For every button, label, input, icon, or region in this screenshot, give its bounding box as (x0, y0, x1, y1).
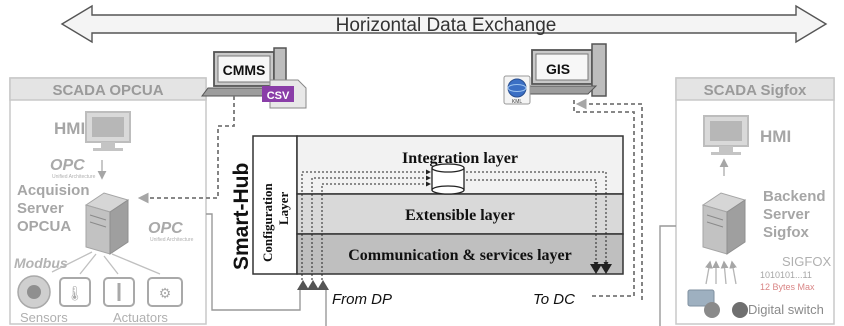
server-tower-icon (701, 192, 747, 255)
opc-logo-icon: OPC Unified Architecture (50, 157, 96, 180)
cmms-workstation: CMMS CSV (201, 47, 307, 109)
svg-text:Unified Architecture: Unified Architecture (150, 237, 194, 243)
svg-text:Unified Architecture: Unified Architecture (52, 174, 96, 180)
svg-text:CSV: CSV (267, 90, 290, 102)
smart-hub: Smart-Hub Configuration Layer Integratio… (230, 135, 624, 290)
scada-sigfox-panel: SCADA Sigfox HMI Backend Server Sigfox (675, 77, 835, 325)
database-icon (431, 163, 465, 195)
svg-text:KML: KML (512, 99, 523, 105)
to-dc-label: To DC (533, 291, 575, 308)
sigfox-logo-icon: SIGFOX 1010101...11 12 Bytes Max (760, 254, 831, 292)
configuration-layer-label: Configuration Layer (260, 183, 291, 263)
svg-text:OPCUA: OPCUA (17, 218, 71, 235)
svg-text:⚙: ⚙ (159, 285, 172, 301)
integration-layer-label: Integration layer (402, 150, 518, 167)
monitor-icon (85, 111, 131, 151)
communication-layer-label: Communication & services layer (348, 247, 572, 264)
sigfox-hmi-label: HMI (760, 127, 791, 146)
digital-switch-label: Digital switch (748, 302, 824, 317)
horizontal-data-exchange-arrow: Horizontal Data Exchange (60, 4, 828, 44)
svg-text:SIGFOX: SIGFOX (782, 254, 831, 269)
actuators-label: Actuators (113, 310, 168, 325)
server-tower-icon (84, 192, 130, 255)
connection-lines (51, 251, 161, 275)
svg-text:🌡: 🌡 (66, 285, 84, 301)
gis-workstation: GIS KML (503, 43, 607, 105)
svg-text:Server: Server (17, 200, 64, 217)
extensible-layer (296, 193, 624, 235)
opcua-server-label: Acquision Server OPCUA (17, 182, 90, 235)
from-dp-label: From DP (332, 291, 392, 308)
extensible-layer-label: Extensible layer (405, 207, 515, 224)
sigfox-server-label: Backend Server Sigfox (763, 188, 826, 241)
solid-connectors (206, 213, 676, 326)
kml-globe-icon: KML (503, 75, 531, 105)
cmms-label: CMMS (223, 62, 266, 78)
svg-text:Sigfox: Sigfox (763, 224, 809, 241)
scada-opcua-panel: SCADA OPCUA HMI OPC Unified Architecture… (9, 77, 207, 325)
svg-text:OPC: OPC (50, 157, 85, 174)
svg-text:12 Bytes Max: 12 Bytes Max (760, 282, 815, 292)
svg-text:Acquision: Acquision (17, 182, 90, 199)
svg-text:Configuration: Configuration (260, 183, 275, 263)
internal-flows (301, 169, 609, 280)
sensor-uplink-arrows (705, 260, 737, 285)
svg-text:1010101...11: 1010101...11 (760, 270, 812, 280)
modbus-logo-icon: Modbus (14, 255, 68, 271)
thermometer-sensor-icon (59, 277, 91, 307)
smart-hub-title: Smart-Hub (230, 163, 253, 270)
engine-actuator-icon (147, 277, 183, 307)
sensors-label: Sensors (20, 310, 68, 325)
opcua-hmi-label: HMI (54, 119, 85, 138)
configuration-layer-box (252, 135, 298, 275)
communication-services-layer (296, 233, 624, 275)
to-dc-arrows (590, 264, 612, 274)
scada-opcua-title: SCADA OPCUA (52, 82, 163, 99)
from-dp-arrows (297, 280, 329, 290)
device-boards-icon (687, 289, 748, 318)
opc-ua-logo-icon: OPC Unified Architecture (148, 220, 194, 243)
svg-text:Layer: Layer (276, 192, 291, 225)
monitor-icon (703, 115, 749, 155)
svg-text:Server: Server (763, 206, 810, 223)
banner-title: Horizontal Data Exchange (336, 15, 557, 36)
svg-text:OPC: OPC (148, 220, 183, 237)
scada-sigfox-title: SCADA Sigfox (704, 82, 807, 99)
svg-text:Backend: Backend (763, 188, 826, 205)
csv-file-icon: CSV (262, 79, 307, 109)
gis-label: GIS (546, 61, 570, 77)
dashed-data-flows (137, 96, 643, 300)
